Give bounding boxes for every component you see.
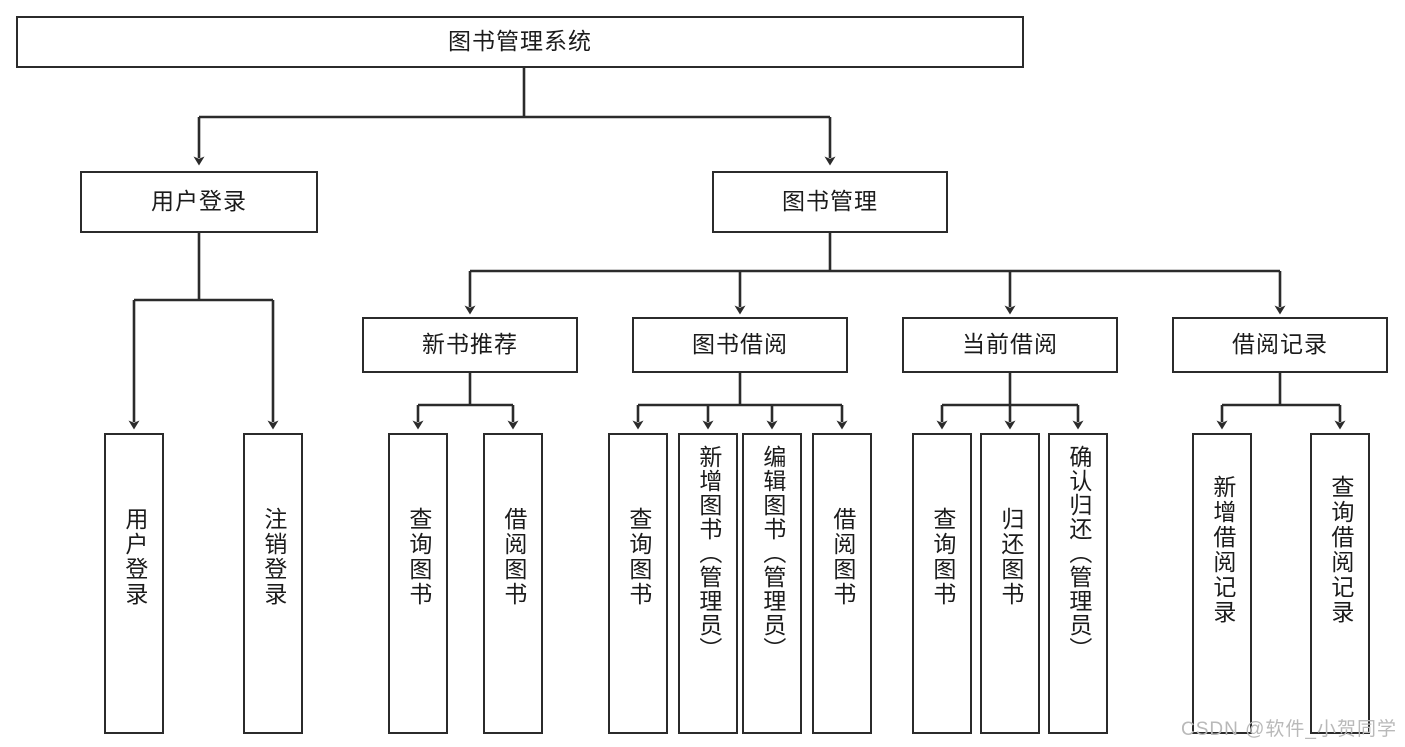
node-leaf-query-book-2-label: 查询图书: [625, 507, 652, 607]
node-user-login-label: 用户登录: [151, 188, 247, 215]
node-leaf-return-book[interactable]: 归还图书: [980, 433, 1040, 734]
node-book-manage-label: 图书管理: [782, 188, 878, 215]
watermark: CSDN @软件_小贺同学: [1181, 719, 1397, 740]
node-leaf-add-record[interactable]: 新增借阅记录: [1192, 433, 1252, 734]
node-current-borrow[interactable]: 当前借阅: [902, 317, 1118, 373]
node-new-book-recommend-label: 新书推荐: [422, 331, 518, 358]
node-borrow-record[interactable]: 借阅记录: [1172, 317, 1388, 373]
node-leaf-user-login[interactable]: 用户登录: [104, 433, 164, 734]
node-new-book-recommend[interactable]: 新书推荐: [362, 317, 578, 373]
node-leaf-add-book[interactable]: 新增图书（管理员）: [678, 433, 738, 734]
node-leaf-logout[interactable]: 注销登录: [243, 433, 303, 734]
node-root[interactable]: 图书管理系统: [16, 16, 1024, 68]
node-book-borrow-label: 图书借阅: [692, 331, 788, 358]
node-leaf-query-book-3[interactable]: 查询图书: [912, 433, 972, 734]
node-leaf-query-record-label: 查询借阅记录: [1327, 475, 1354, 625]
node-current-borrow-label: 当前借阅: [962, 331, 1058, 358]
node-leaf-edit-book-label: 编辑图书（管理员）: [759, 445, 786, 661]
node-leaf-edit-book[interactable]: 编辑图书（管理员）: [742, 433, 802, 734]
node-leaf-query-book-2[interactable]: 查询图书: [608, 433, 668, 734]
node-leaf-confirm-return[interactable]: 确认归还（管理员）: [1048, 433, 1108, 734]
node-leaf-borrow-book-1-label: 借阅图书: [500, 507, 527, 607]
node-leaf-add-record-label: 新增借阅记录: [1209, 475, 1236, 625]
node-leaf-borrow-book-2[interactable]: 借阅图书: [812, 433, 872, 734]
node-leaf-confirm-return-label: 确认归还（管理员）: [1065, 445, 1092, 661]
node-borrow-record-label: 借阅记录: [1232, 331, 1328, 358]
node-leaf-query-book-1[interactable]: 查询图书: [388, 433, 448, 734]
node-root-label: 图书管理系统: [448, 28, 592, 55]
node-leaf-logout-label: 注销登录: [260, 507, 287, 607]
node-leaf-query-book-3-label: 查询图书: [929, 507, 956, 607]
node-book-borrow[interactable]: 图书借阅: [632, 317, 848, 373]
node-leaf-query-record[interactable]: 查询借阅记录: [1310, 433, 1370, 734]
node-leaf-add-book-label: 新增图书（管理员）: [695, 445, 722, 661]
node-leaf-borrow-book-2-label: 借阅图书: [829, 507, 856, 607]
node-user-login[interactable]: 用户登录: [80, 171, 318, 233]
node-leaf-borrow-book-1[interactable]: 借阅图书: [483, 433, 543, 734]
node-book-manage[interactable]: 图书管理: [712, 171, 948, 233]
node-leaf-query-book-1-label: 查询图书: [405, 507, 432, 607]
node-leaf-user-login-label: 用户登录: [121, 507, 148, 607]
node-leaf-return-book-label: 归还图书: [997, 507, 1024, 607]
